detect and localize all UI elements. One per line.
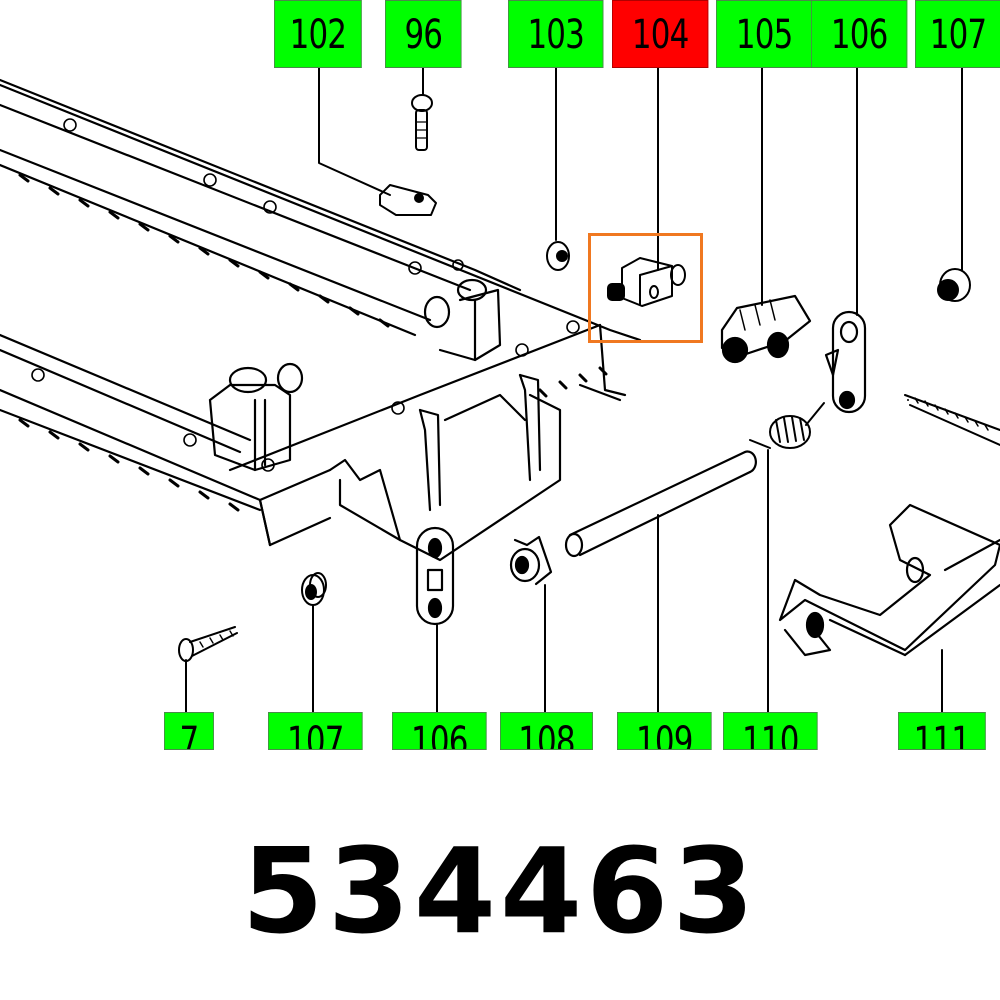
part-106-link-top — [824, 310, 867, 414]
part-104-block — [607, 257, 686, 307]
part-106-link-bottom — [415, 526, 455, 626]
callout-label-106-bottom[interactable]: 106 — [392, 712, 487, 750]
part-108-clip — [509, 535, 553, 586]
callout-label-103[interactable]: 103 — [508, 0, 604, 68]
part-110-spring — [749, 402, 825, 449]
part-number: 534463 — [241, 822, 759, 960]
callout-label-102[interactable]: 102 — [274, 0, 362, 68]
part-109-pin — [564, 450, 757, 558]
callout-label-110[interactable]: 110 — [723, 712, 818, 750]
callout-label-107-bottom[interactable]: 107 — [268, 712, 363, 750]
selected-part-highlight — [588, 233, 703, 343]
part-7-screw — [178, 626, 238, 662]
leader-lines-top — [318, 67, 963, 316]
callout-label-111[interactable]: 111 — [898, 712, 986, 750]
part-107-bushing-bottom — [301, 572, 327, 606]
callout-label-106-top[interactable]: 106 — [811, 0, 908, 68]
part-102-plate — [379, 184, 437, 216]
threaded-rod — [904, 394, 1000, 446]
callout-label-7[interactable]: 7 — [164, 712, 214, 750]
part-107-bushing-top — [937, 268, 971, 302]
part-96-screw — [411, 94, 433, 151]
callout-label-104-selected[interactable]: 104 — [612, 0, 709, 68]
callout-label-108[interactable]: 108 — [500, 712, 593, 750]
callout-label-107-top[interactable]: 107 — [915, 0, 1000, 68]
part-103-nut — [546, 241, 570, 271]
callout-label-109[interactable]: 109 — [617, 712, 712, 750]
part-105-clamp — [720, 294, 812, 364]
base-frame — [0, 78, 642, 562]
leader-lines-bottom — [185, 449, 943, 713]
part-111-bracket — [778, 503, 1000, 657]
callout-label-96[interactable]: 96 — [385, 0, 462, 68]
callout-label-105[interactable]: 105 — [716, 0, 813, 68]
